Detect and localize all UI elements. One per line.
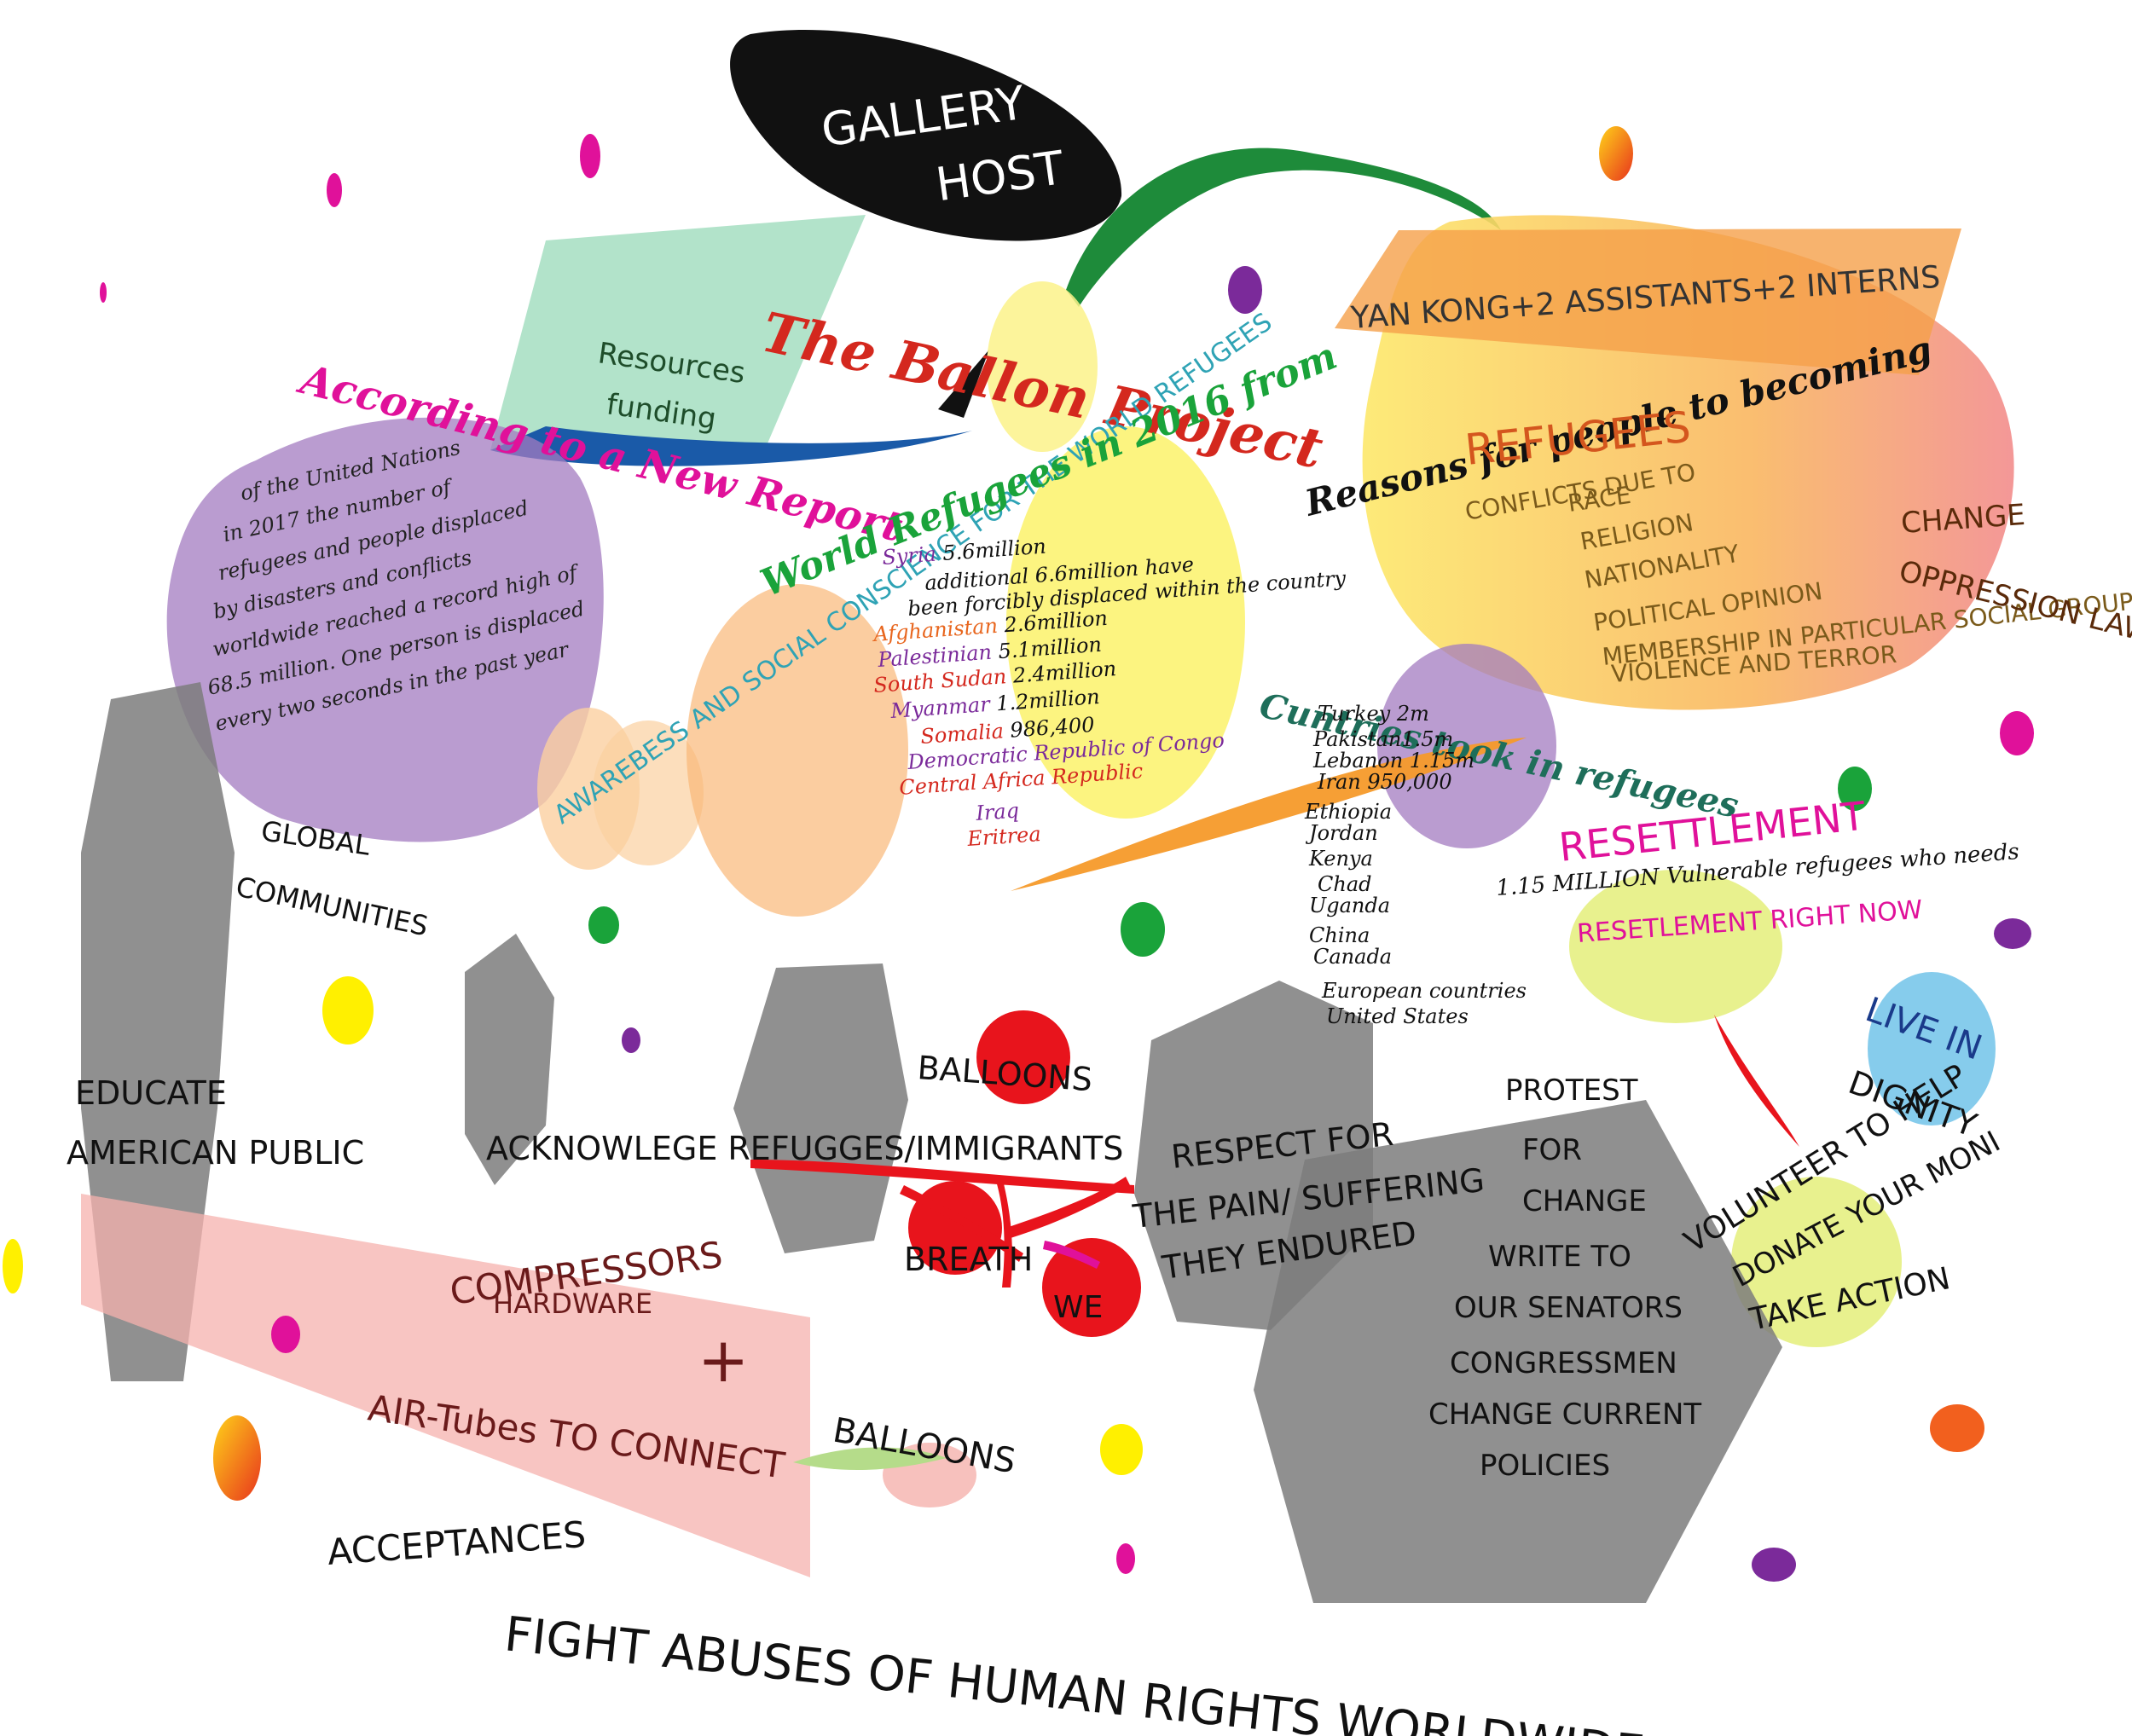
- dot: [1752, 1548, 1796, 1582]
- country-item: Uganda: [1309, 894, 1390, 917]
- country-name: Iraq: [974, 799, 1019, 826]
- dot: [2000, 711, 2034, 755]
- dot: [322, 976, 374, 1044]
- volunteer-oval: [1731, 1177, 1902, 1347]
- gray-hexagon-protest: [1254, 1100, 1782, 1603]
- country-item: China: [1309, 923, 1370, 947]
- team-banner: [1335, 229, 1961, 375]
- country-item: United States: [1326, 1004, 1469, 1028]
- dot: [622, 1027, 640, 1053]
- protest-line: OUR SENATORS: [1454, 1291, 1683, 1325]
- country-item: Jordan: [1305, 821, 1378, 845]
- dot: [100, 282, 107, 303]
- pink-hardware-shape: [81, 1194, 810, 1577]
- awareness-oval-3: [687, 584, 908, 917]
- country-name: Myanmar: [889, 692, 992, 723]
- yellow-oval-top: [987, 281, 1098, 452]
- red-slash: [1714, 1015, 1799, 1147]
- dot: [1121, 902, 1165, 957]
- blue-connector: [490, 426, 972, 466]
- protest-line: PROTEST: [1505, 1073, 1638, 1108]
- dot: [580, 134, 600, 178]
- hardware-text: HARDWARE: [493, 1288, 652, 1320]
- educate-line2: AMERICAN PUBLIC: [67, 1134, 364, 1172]
- protest-line: WRITE TO: [1488, 1240, 1631, 1274]
- live-in-dignity-oval: [1868, 972, 1996, 1126]
- red-balloon-top: [976, 1010, 1070, 1104]
- resources-parallelogram: [490, 215, 866, 450]
- country-name: Somalia: [919, 719, 1004, 749]
- protest-list: PROTEST FOR CHANGE WRITE TO OUR SENATORS CONG…: [1428, 1073, 1701, 1483]
- dot: [213, 1415, 261, 1501]
- green-leaf: [793, 1447, 947, 1471]
- gray-hexagon-small: [465, 934, 554, 1185]
- world-refugees-row: Eritrea: [965, 822, 1041, 851]
- acknowledge-text: ACKNOWLEGE REFUGGES/IMMIGRANTS: [486, 1130, 1123, 1167]
- we-text: WE: [1053, 1290, 1103, 1325]
- protest-line: CHANGE CURRENT: [1428, 1397, 1701, 1432]
- orange-arrow: [1011, 738, 1527, 891]
- global-line2: COMMUNITIES: [233, 871, 431, 943]
- country-item: Canada: [1313, 945, 1392, 969]
- red-balloon-right: [1042, 1238, 1141, 1337]
- protest-line: CHANGE: [1522, 1184, 1647, 1218]
- acceptances-text: ACCEPTANCES: [326, 1513, 587, 1573]
- report-blob: [166, 417, 604, 842]
- protest-line: FOR: [1522, 1133, 1582, 1167]
- dot: [1838, 767, 1872, 811]
- world-refugees-oval: [1006, 426, 1245, 819]
- country-name: Syria: [881, 542, 936, 570]
- awareness-oval-2: [593, 720, 704, 865]
- protest-line: POLICIES: [1480, 1449, 1610, 1483]
- dot: [1100, 1424, 1143, 1475]
- country-item: Kenya: [1308, 847, 1373, 871]
- black-arrowhead: [938, 350, 989, 418]
- dot: [1599, 126, 1633, 181]
- protest-line: CONGRESSMEN: [1450, 1346, 1677, 1380]
- country-item: Lebanon 1.15m: [1312, 749, 1474, 773]
- background-shapes: [81, 29, 2014, 1603]
- dot: [1930, 1404, 1984, 1452]
- fight-text: FIGHT ABUSES OF HUMAN RIGHTS WORLDWIDE: [502, 1606, 1648, 1736]
- country-item: Pakistan1.5m: [1312, 727, 1453, 751]
- country-item: Ethiopia: [1304, 800, 1392, 824]
- country-item: European countries: [1321, 979, 1527, 1003]
- dot: [327, 173, 342, 207]
- dot: [1116, 1543, 1135, 1574]
- country-item: Iran 950,000: [1317, 770, 1452, 794]
- magenta-string: [1043, 1241, 1100, 1269]
- country-item: Chad: [1318, 872, 1372, 896]
- dot: [271, 1316, 300, 1353]
- dot: [588, 906, 619, 944]
- gray-hexagon-mid: [733, 963, 908, 1253]
- green-connector: [1066, 148, 1501, 307]
- resettlement-oval: [1569, 870, 1782, 1023]
- world-refugees-row: Iraq: [974, 799, 1019, 826]
- dot: [3, 1239, 23, 1293]
- gallery-host-blob: [730, 29, 1122, 241]
- confetti-dots: [3, 126, 2034, 1582]
- plus-sign: +: [698, 1324, 749, 1396]
- country-item: Turkey 2m: [1318, 702, 1429, 726]
- dot: [1228, 266, 1262, 314]
- breath-text: BREATH: [904, 1241, 1033, 1278]
- educate-line1: EDUCATE: [75, 1074, 227, 1112]
- dot: [1994, 918, 2031, 949]
- country-name: Eritrea: [965, 822, 1041, 851]
